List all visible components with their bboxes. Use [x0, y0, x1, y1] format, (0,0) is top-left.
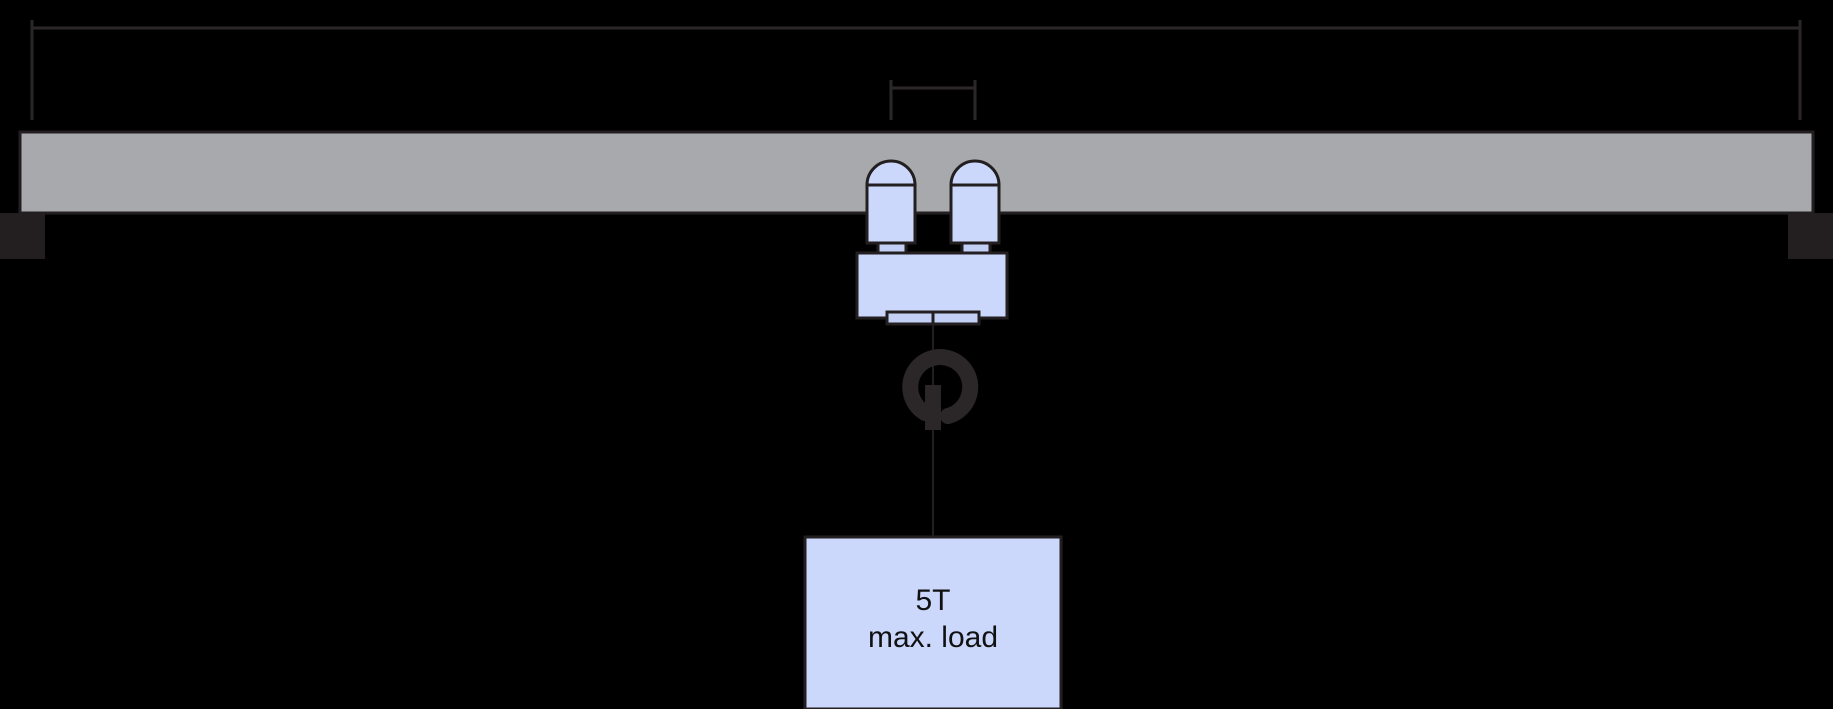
load-box-rect: [803, 535, 1063, 709]
trolley-wheel-unit-right[interactable]: [949, 159, 1001, 261]
hoist-base-plate-right: [931, 310, 981, 326]
right-support-block: [1788, 213, 1833, 259]
load-description-label: max. load: [868, 621, 998, 654]
lifting-hook[interactable]: [902, 349, 979, 430]
trolley-wheel-dome-right: [949, 159, 1001, 187]
load-capacity-label: 5T: [915, 584, 950, 617]
hook-ring: [902, 349, 979, 425]
hoist-body[interactable]: [855, 251, 1009, 320]
span-dimension: [30, 20, 1802, 120]
trolley-wheel-housing-left: [865, 183, 917, 245]
suspended-load-box[interactable]: 5T max. load: [803, 535, 1063, 709]
hoist-base-plate-left: [885, 310, 935, 326]
trolley-wheelbase-dimension: [889, 80, 977, 120]
left-support-block: [0, 213, 45, 259]
trolley-wheel-unit-left[interactable]: [865, 159, 917, 261]
trolley-wheel-housing-right: [949, 183, 1001, 245]
trolley-wheel-dome-left: [865, 159, 917, 187]
